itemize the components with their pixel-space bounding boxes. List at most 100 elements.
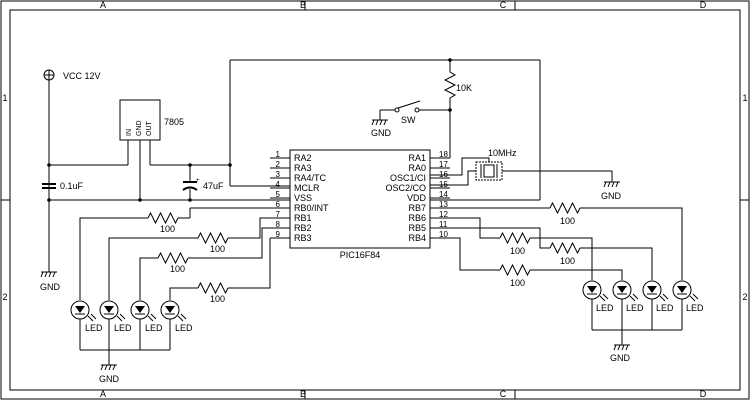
resistor-left [147, 211, 179, 225]
col-label-a-bottom: A [100, 389, 106, 399]
led-label: LED [686, 303, 704, 313]
resistor-right [549, 201, 581, 215]
col-label-b-bottom: B [300, 389, 306, 399]
col-label-c-top: C [500, 0, 507, 10]
row-label-2-right: 2 [742, 292, 747, 302]
mcu-pin-name: RB6 [408, 213, 426, 223]
resistor-right-label: 100 [560, 256, 575, 266]
resistor-right-label: 100 [510, 278, 525, 288]
col-label-d-bottom: D [700, 389, 707, 399]
gnd-label-power: GND [40, 282, 61, 292]
row-label-2-left: 2 [2, 292, 7, 302]
resistor-right [499, 231, 531, 245]
mcu-name: PIC16F84 [340, 250, 381, 260]
resistor-10k [443, 60, 457, 110]
mcu-pin-name: VDD [407, 193, 427, 203]
led-label: LED [596, 303, 614, 313]
mcu-pin-number: 16 [439, 170, 448, 179]
mcu-pin-number: 8 [276, 220, 281, 229]
svg-text:+: + [196, 178, 200, 184]
led-label: LED [626, 303, 644, 313]
mcu-pin-name: RA0 [408, 163, 426, 173]
regulator-pin-gnd: GND [136, 120, 143, 136]
mcu-pin-number: 9 [276, 230, 281, 239]
mcu-pin-number: 13 [439, 200, 448, 209]
gnd-label-leds-right: GND [610, 353, 631, 363]
cap-47uf-label: 47uF [203, 181, 224, 191]
mcu-pin-name: OSC1/CI [390, 173, 426, 183]
led-left [70, 300, 97, 322]
mcu-pin-number: 12 [439, 210, 448, 219]
col-label-d-top: D [700, 0, 707, 10]
mcu-pin-name: RA2 [294, 153, 312, 163]
led-right [672, 280, 699, 302]
mcu-pin-number: 5 [276, 190, 281, 199]
mcu-pin-name: RA4/TC [294, 173, 327, 183]
resistor-left [197, 231, 229, 245]
mcu-pin-number: 7 [276, 210, 281, 219]
mcu-pin-name: RB4 [408, 233, 426, 243]
mcu-pin-name: MCLR [294, 183, 320, 193]
resistor-left [157, 251, 189, 265]
mcu-pin-number: 17 [439, 160, 448, 169]
mcu-pin-name: RA1 [408, 153, 426, 163]
mcu-pin-number: 1 [276, 150, 281, 159]
resistor-left-label: 100 [210, 294, 225, 304]
regulator-pin-in: IN [126, 129, 133, 136]
led-label: LED [145, 323, 163, 333]
led-label: LED [656, 303, 674, 313]
resistor-right [499, 263, 531, 277]
gnd-label-crystal: GND [601, 191, 622, 201]
mcu-pin-number: 14 [439, 190, 448, 199]
mcu-pin-name: RB2 [294, 223, 312, 233]
led-left [130, 300, 157, 322]
col-label-b-top: B [300, 0, 306, 10]
mcu-pin-number: 3 [276, 170, 281, 179]
led-label: LED [175, 323, 193, 333]
led-left [99, 300, 126, 322]
gnd-label-leds-left: GND [99, 374, 120, 384]
mcu-pin-name: RB0/INT [294, 203, 329, 213]
mcu-pin-number: 18 [439, 150, 448, 159]
mcu-pin-number: 11 [439, 220, 448, 229]
vcc-label: VCC 12V [63, 71, 101, 81]
switch-label: SW [401, 115, 416, 125]
row-label-1-left: 1 [2, 93, 7, 103]
gnd-label-switch: GND [371, 128, 392, 138]
col-label-a-top: A [100, 0, 106, 10]
reset-switch [397, 100, 421, 109]
resistor-left-label: 100 [160, 224, 175, 234]
mcu-pin-number: 6 [276, 200, 281, 209]
resistor-right-label: 100 [510, 246, 525, 256]
mcu-pin-name: OSC2/CO [385, 183, 426, 193]
mcu-pin-name: RB3 [294, 233, 312, 243]
mcu-pin-number: 15 [439, 180, 448, 189]
mcu-pic16f84 [289, 149, 431, 249]
mcu-pin-number: 2 [276, 160, 281, 169]
mcu-pin-name: RB5 [408, 223, 426, 233]
mcu-pin-name: VSS [294, 193, 312, 203]
regulator-name: 7805 [164, 117, 184, 127]
cap-01uf-label: 0.1uF [60, 181, 84, 191]
led-label: LED [85, 323, 103, 333]
resistor-left [197, 281, 229, 295]
mcu-pin-name: RB1 [294, 213, 312, 223]
row-label-1-right: 1 [742, 93, 747, 103]
regulator-pin-out: OUT [146, 121, 153, 137]
mcu-pin-number: 4 [276, 180, 281, 189]
led-left [160, 300, 187, 322]
resistor-10k-label: 10K [456, 83, 472, 93]
resistor-left-label: 100 [210, 244, 225, 254]
col-label-c-bottom: C [500, 389, 507, 399]
resistor-right [549, 241, 581, 255]
led-right [582, 280, 609, 302]
led-right [642, 280, 669, 302]
mcu-pin-number: 10 [439, 230, 448, 239]
led-label: LED [114, 323, 132, 333]
crystal-label: 10MHz [488, 148, 517, 158]
mcu-pin-name: RB7 [408, 203, 426, 213]
resistor-right-label: 100 [560, 216, 575, 226]
led-right [612, 280, 639, 302]
resistor-left-label: 100 [170, 264, 185, 274]
